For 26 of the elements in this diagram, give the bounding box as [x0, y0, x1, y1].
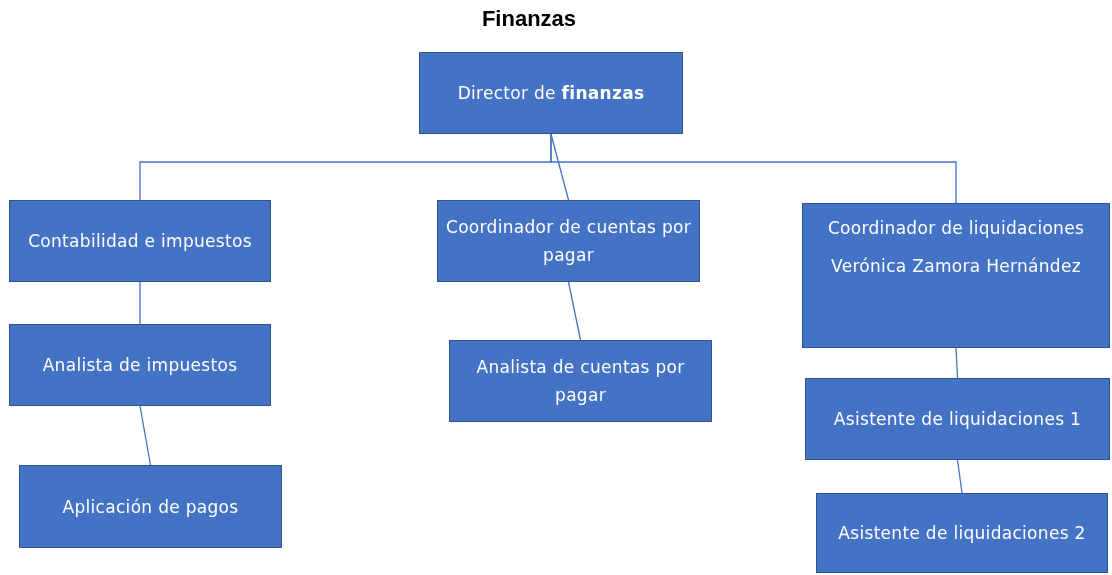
role-title: Asistente de liquidaciones 1	[833, 408, 1082, 431]
org-box	[9, 324, 271, 406]
org-box	[437, 200, 700, 282]
role-title: Analista de cuentas por pagar	[475, 356, 686, 407]
connector-line	[956, 459, 963, 494]
role-title: Contabilidad e impuestos	[28, 230, 252, 253]
role-title: Director de finanzas	[457, 82, 645, 105]
connector-line	[567, 281, 582, 341]
org-box	[19, 465, 282, 548]
connector-line	[955, 347, 959, 379]
org-box	[9, 200, 271, 282]
org-box	[419, 52, 683, 134]
person-name: Verónica Zamora Hernández	[831, 255, 1081, 278]
role-title: Coordinador de cuentas por pagar	[446, 216, 691, 267]
role-title: Coordinador de liquidaciones	[827, 217, 1085, 240]
chart-title: Finanzas	[481, 6, 577, 32]
org-box	[802, 203, 1110, 348]
role-title: Analista de impuestos	[42, 354, 238, 377]
connector-line	[550, 133, 957, 204]
role-title: Asistente de liquidaciones 2	[838, 522, 1086, 545]
connector-line	[139, 405, 152, 466]
connector-line	[139, 281, 141, 325]
org-box	[805, 378, 1110, 460]
org-box	[816, 493, 1108, 573]
org-box	[449, 340, 712, 422]
role-title: Aplicación de pagos	[62, 495, 239, 519]
